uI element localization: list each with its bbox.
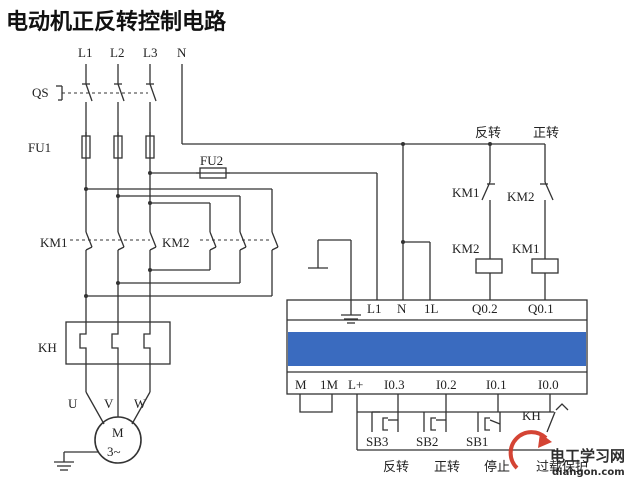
sb3-label: SB3 [366,434,388,449]
fu2-fuse: FU2 [196,153,230,179]
km1-interlock-label: KM1 [452,185,479,200]
phase-n-label: N [177,45,187,60]
plc-module: L1 N 1L Q0.2 Q0.1 M 1M L+ I0.3 I0.2 I0.1… [286,299,588,395]
km1-main-label: KM1 [40,235,67,250]
km1-coil-box [531,258,559,274]
sb1-label: SB1 [466,434,488,449]
output-forward-label: 正转 [533,126,559,141]
km2-main-contacts: KM2 [162,231,279,250]
caption-stop: 停止 [484,459,510,475]
watermark-logo-icon [508,430,548,470]
motor-ground-icon [54,451,98,471]
motor: M 3~ [94,416,142,464]
km2-interlock-label: KM2 [507,189,534,204]
km2-coil-label: KM2 [452,241,479,256]
plc-top-terminal: Q0.1 [528,301,554,316]
kh-contact: KH [522,394,569,433]
terminal-v-label: V [104,396,114,411]
sb3-button: SB3 [366,394,399,449]
plc-status-band [288,332,586,366]
sb1-button: SB1 [466,394,501,449]
fu1-fuses: FU1 [28,132,155,162]
terminal-u-label: U [68,396,78,411]
km1-coil-label: KM1 [512,241,539,256]
km1-coil: KM1 [512,240,559,300]
km2-main-label: KM2 [162,235,189,250]
output-reverse-label: 反转 [475,126,501,141]
plc-bottom-terminal: 1M [320,377,339,392]
km2-coil: KM2 [452,240,503,300]
main-power-circuit: QS FU1 [28,64,279,471]
watermark-main: 电工学习网 [550,447,625,465]
motor-circle [94,416,142,464]
motor-phase-label: 3~ [107,444,121,459]
km1-main-contacts: KM1 [40,231,157,250]
plc-bottom-terminal: I0.3 [384,377,405,392]
qs-switch: QS [32,83,157,102]
motor-m-label: M [112,425,124,440]
caption-reverse: 反转 [383,460,409,475]
caption-overload: 过载保护 [536,460,588,475]
plc-bottom-terminal: I0.0 [538,377,559,392]
qs-label: QS [32,85,49,100]
kh-thermal-relay: KH [38,320,171,366]
plc-top-terminal: L1 [367,301,381,316]
fu1-label: FU1 [28,140,51,155]
terminal-w-label: W [134,396,147,411]
plc-top-terminal: 1L [424,301,439,316]
plc-bottom-terminal: I0.1 [486,377,507,392]
plc-top-terminal: Q0.2 [472,301,498,316]
plc-bottom-terminal: L+ [348,377,363,392]
phase-l3-label: L3 [143,45,157,60]
km2-interlock-contact: KM2 [507,181,554,240]
sb2-label: SB2 [416,434,438,449]
kh-label: KH [38,340,57,355]
plc-ground-icon [308,239,361,324]
plc-body [286,299,588,395]
watermark-sub: diangon.com [552,467,625,478]
phase-l2-label: L2 [110,45,124,60]
caption-forward: 正转 [434,460,460,475]
plc-top-terminal: N [397,301,407,316]
km2-coil-box [475,258,503,274]
diagram-title: 电动机正反转控制电路 [6,9,227,35]
sb2-button: SB2 [416,394,447,449]
plc-bottom-terminal: M [295,377,307,392]
fu2-label: FU2 [200,153,223,168]
watermark: 电工学习网 diangon.com [508,430,625,478]
kh-contact-label: KH [522,408,541,423]
control-circuit: FU2 反转 KM1 KM2 [148,64,588,475]
km1-interlock-contact: KM1 [452,181,495,240]
phase-l1-label: L1 [78,45,92,60]
plc-bottom-terminal: I0.2 [436,377,457,392]
